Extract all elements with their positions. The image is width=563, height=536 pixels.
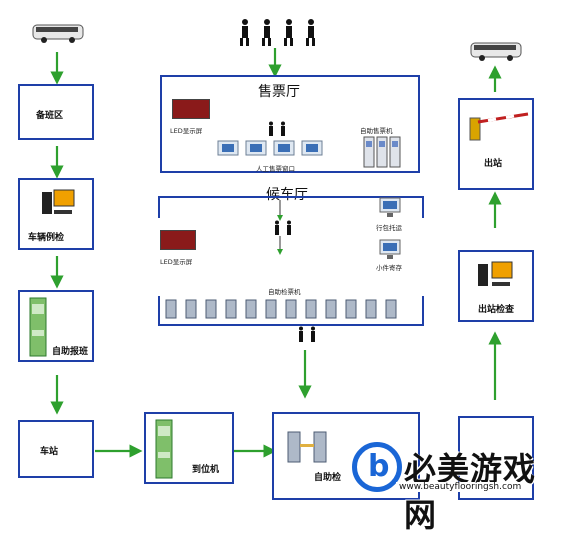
station-box: 车站: [18, 420, 94, 478]
barrier-gate-icon: [466, 108, 530, 142]
walkers-icon: [272, 220, 296, 236]
computer-icon: [476, 260, 516, 290]
ticket-hall-title: 售票厅: [258, 84, 300, 100]
self-ticket-label: 自助售票机: [360, 127, 393, 135]
passengers-icon: [236, 18, 320, 48]
waiting-led-label: LED显示屏: [160, 258, 193, 266]
led-screen-icon: [172, 99, 210, 119]
self-check-label: 自助检票机: [268, 288, 301, 296]
self-report-label: 自助报班: [52, 347, 89, 357]
kiosk-icon: [154, 418, 174, 480]
walkers-icon: [296, 326, 320, 344]
watermark-url: www.beautyflooringsh.com: [396, 482, 525, 492]
gate-row-bracket: [158, 296, 424, 326]
self-report-box: 自助报班: [18, 290, 94, 362]
ticket-counter-icon: [216, 139, 328, 161]
ticket-led-label: LED显示屏: [170, 127, 203, 135]
watermark-logo: b 必美游戏网 www.beautyflooringsh.com: [352, 440, 558, 534]
kiosk-icon: [28, 296, 48, 358]
arrival-box: 到位机: [144, 412, 234, 484]
standby-area-box: 备班区: [18, 84, 94, 140]
exit-check-box: 出站检查: [458, 250, 534, 322]
station-label: 车站: [40, 447, 59, 457]
self-check-gate-label: 自助检: [314, 473, 342, 483]
computer-icon: [40, 188, 76, 218]
exit-label: 出站: [484, 159, 503, 169]
led-screen-icon: [160, 230, 196, 250]
exit-check-label: 出站检查: [478, 305, 515, 315]
vehicle-inspection-box: 车辆例检: [18, 178, 94, 250]
b-circle-icon: b: [352, 442, 402, 492]
ticket-hall-box: 售票厅 LED显示屏 人工售票窗口 自助售票机: [160, 75, 420, 173]
turnstile-icon: [286, 426, 330, 466]
parcel-label: 小件寄存: [376, 264, 402, 272]
computer-icon: [378, 238, 402, 260]
waiting-hall-title: 候车厅: [266, 187, 308, 203]
walkers-icon: [266, 121, 290, 137]
luggage-label: 行包托运: [376, 224, 402, 232]
inspection-label: 车辆例检: [28, 233, 65, 243]
standby-label: 备班区: [36, 111, 64, 121]
computer-icon: [378, 196, 402, 218]
manual-window-label: 人工售票窗口: [256, 165, 295, 173]
waiting-hall-bracket: [158, 196, 424, 218]
bus-icon: [470, 40, 522, 62]
arrival-label: 到位机: [192, 465, 220, 475]
bus-icon: [32, 22, 84, 44]
self-ticket-machine-icon: [362, 135, 402, 169]
exit-box: 出站: [458, 98, 534, 190]
